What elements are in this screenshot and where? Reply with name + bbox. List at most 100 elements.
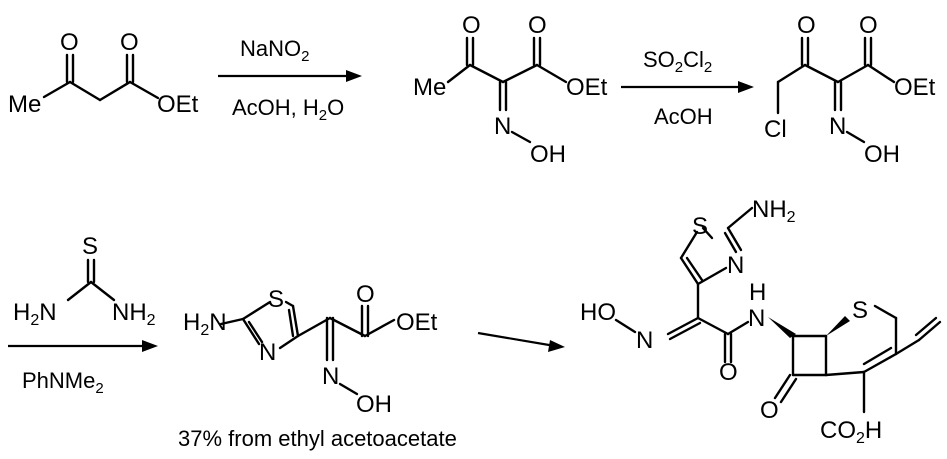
bond: [98, 80, 132, 102]
conditions-acoh-h2o: AcOH, H2O: [232, 95, 344, 124]
bond: [291, 304, 300, 338]
bond: [501, 63, 539, 84]
bond: [696, 316, 730, 336]
bond: [278, 334, 300, 350]
bond: [468, 63, 505, 84]
bond: [42, 80, 72, 99]
bond: [614, 318, 637, 334]
bond: [510, 130, 532, 144]
ethoxy-label: OEt: [157, 91, 199, 118]
bond: [701, 226, 714, 240]
bond: [328, 316, 367, 338]
ethoxy-label: OEt: [894, 74, 936, 101]
compound-aminothiazole-ester: H2N S N O OEt N OH 37% from ethyl acetoa…: [178, 281, 457, 451]
reaction-arrow-2: SO2Cl2 AcOH: [621, 47, 754, 129]
thiazole-sulfur-label: S: [692, 213, 708, 240]
reagent-so2cl2: SO2Cl2: [643, 47, 712, 76]
amide-hydrogen-label: H: [749, 279, 766, 306]
bond: [241, 300, 272, 321]
thiazole-amine-label: NH2: [752, 196, 796, 226]
ester-oxygen-label: O: [528, 12, 547, 39]
bond: [866, 63, 896, 84]
stereo-wedge: [768, 317, 796, 338]
ethoxy-label: OEt: [566, 74, 608, 101]
thiazole-sulfur-label: S: [268, 286, 284, 313]
bond: [862, 352, 898, 374]
bond: [726, 320, 750, 336]
bond: [824, 370, 866, 377]
double-bond: [773, 373, 792, 400]
methyl-label: Me: [413, 74, 446, 101]
lactam-oxygen-label: O: [760, 397, 779, 424]
bond: [535, 63, 568, 84]
chlorine-label: Cl: [764, 116, 787, 143]
bond: [803, 63, 840, 84]
bond: [679, 256, 700, 286]
bond: [873, 304, 898, 320]
bond: [284, 300, 295, 308]
compound-chloro-oxime-ester: Cl O O OEt N OH: [764, 12, 936, 168]
bond: [89, 280, 116, 302]
ketone-oxygen-label: O: [462, 12, 481, 39]
bond: [128, 80, 160, 100]
bond: [296, 316, 332, 338]
oxime-hydroxyl-label: HO: [580, 299, 616, 326]
oxime-nitrogen-label: N: [494, 113, 511, 140]
thiazole-nitrogen-label: N: [259, 339, 276, 366]
bond: [247, 320, 264, 344]
hydroxyl-label: OH: [356, 391, 392, 418]
oxime-nitrogen-label: N: [322, 363, 339, 390]
compound-ethyl-acetoacetate: Me O O OEt: [8, 29, 199, 118]
thiourea-sulfur-label: S: [82, 233, 98, 260]
bond: [726, 226, 743, 252]
hydroxyl-label: OH: [864, 141, 900, 168]
yield-caption: 37% from ethyl acetoacetate: [178, 426, 457, 451]
bond: [696, 266, 728, 286]
ketone-oxygen-label: O: [797, 12, 816, 39]
amine-label: H2N: [183, 309, 227, 339]
ester-oxygen-label: O: [356, 281, 375, 308]
thiourea-structure: S H2N NH2: [13, 233, 156, 329]
ethoxy-label: OEt: [396, 309, 438, 336]
bond: [776, 63, 807, 84]
bond: [666, 316, 700, 336]
amide-nitrogen-label: N: [748, 305, 765, 332]
reagent-nano2: NaNO2: [240, 36, 309, 65]
double-bond: [914, 316, 938, 337]
oxime-nitrogen-label: N: [636, 327, 653, 354]
thiourea-amine-right: NH2: [112, 299, 156, 329]
ester-oxygen-label: O: [120, 29, 139, 56]
bond: [894, 338, 921, 356]
ester-oxygen-label: O: [859, 12, 878, 39]
bond: [679, 230, 699, 260]
thiazole-nitrogen-label: N: [727, 252, 744, 279]
oxime-nitrogen-label: N: [829, 113, 846, 140]
bond: [241, 317, 261, 346]
bond: [726, 206, 754, 230]
thiourea-amine-left: H2N: [13, 299, 57, 329]
amide-oxygen-label: O: [719, 359, 738, 386]
ring-sulfur-label: S: [852, 297, 868, 324]
conditions-acoh: AcOH: [654, 104, 713, 129]
bond: [917, 320, 942, 342]
bond: [68, 80, 102, 102]
reaction-arrow-1: NaNO2 AcOH, H2O: [218, 36, 362, 124]
reaction-arrow-3: S H2N NH2 PhNMe2: [8, 233, 158, 397]
carboxylic-acid-label: CO2H: [820, 417, 882, 447]
double-bond: [779, 377, 798, 404]
bond: [836, 63, 870, 84]
bond: [685, 256, 704, 282]
double-bond: [862, 346, 893, 366]
methyl-label: Me: [8, 91, 41, 118]
reaction-arrow-4: [477, 331, 565, 352]
ketone-oxygen-label: O: [60, 29, 79, 56]
bond: [66, 280, 93, 302]
compound-cephalosporin: NH2 S N HO N H N O S O CO2H: [580, 196, 942, 447]
bond: [338, 382, 359, 396]
bond: [446, 63, 472, 84]
bond: [287, 308, 295, 338]
conditions-phnme2: PhNMe2: [22, 368, 104, 397]
double-bond: [668, 321, 702, 341]
bond: [363, 318, 396, 338]
